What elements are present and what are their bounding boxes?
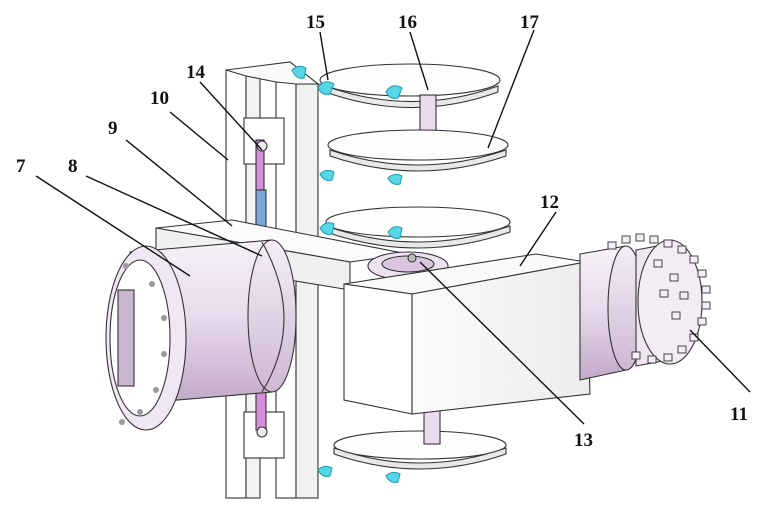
leader-lines [35,29,751,425]
label-13: 13 [574,430,593,451]
label-12: 12 [540,192,559,213]
label-9: 9 [108,118,118,139]
label-7: 7 [16,156,26,177]
blade-disc-second [327,129,509,172]
cyan-tip-group [291,65,403,483]
gearbox-housing [343,253,591,415]
cutter-teeth [607,233,711,364]
label-8: 8 [68,156,78,177]
label-11: 11 [730,404,748,425]
drill-head [579,233,711,381]
label-15: 15 [306,12,325,33]
end-flange [105,245,187,431]
label-17: 17 [520,12,540,33]
label-14: 14 [186,62,206,83]
label-10: 10 [150,88,169,109]
blade-disc-middle [325,206,511,249]
label-16: 16 [398,12,417,33]
